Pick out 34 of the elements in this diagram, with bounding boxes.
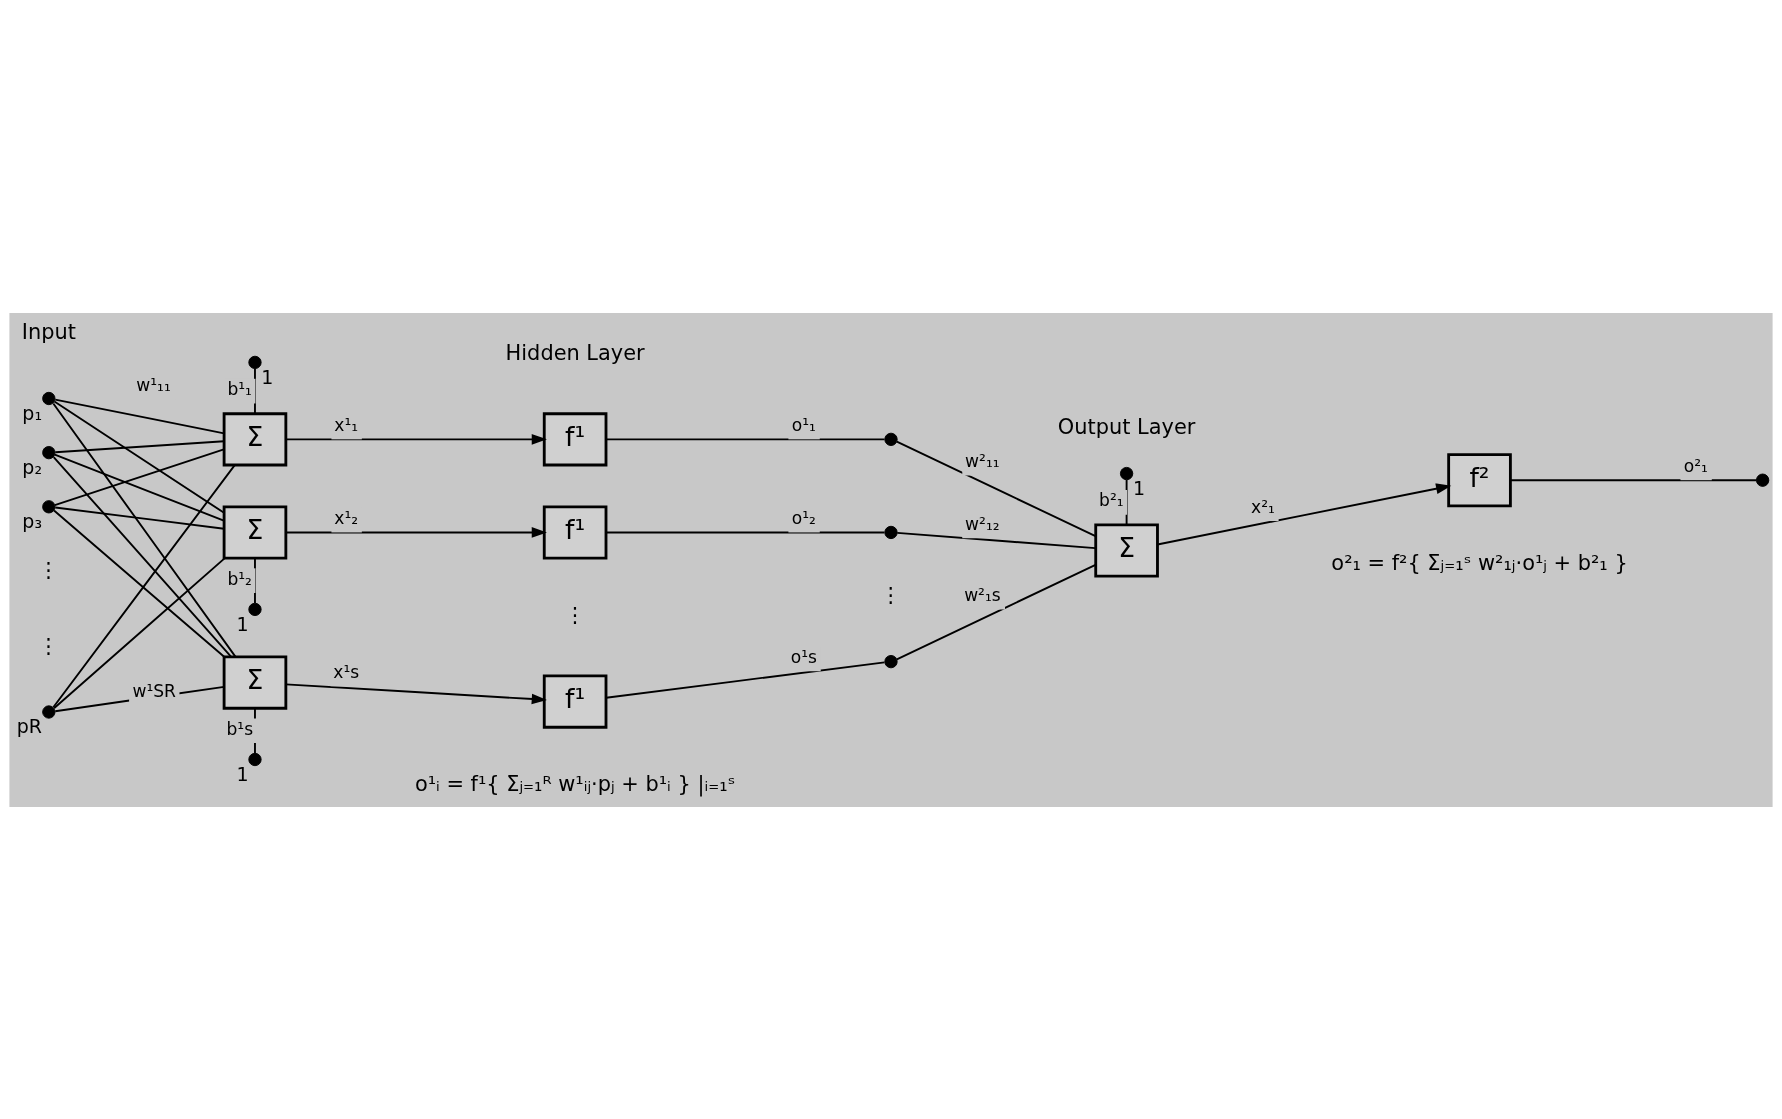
edge-label: b²₁ <box>1099 489 1124 510</box>
edge-label: b¹₂ <box>227 568 252 589</box>
edge-label: b¹s <box>226 718 254 739</box>
label: ⋮ <box>564 602 586 627</box>
label: ⋮ <box>38 557 60 582</box>
edge-label: x¹s <box>333 661 360 682</box>
edge-label: w²₁s <box>964 584 1001 605</box>
edge-label: x¹₁ <box>334 414 359 435</box>
node-label: pR <box>16 714 42 737</box>
node-label: p₂ <box>22 455 43 478</box>
edge-label: x²₁ <box>1251 496 1275 517</box>
edge-label: o¹₁ <box>791 414 816 435</box>
edge-label: w²₁₁ <box>965 450 1000 471</box>
label: ⋮ <box>880 582 902 607</box>
label: o²₁ = f²{ Σⱼ₌₁ˢ w²₁ⱼ·o¹ⱼ + b²₁ } <box>1331 550 1628 575</box>
node-label: 1 <box>236 612 249 635</box>
label: Input <box>21 319 76 344</box>
node-label: p₃ <box>22 509 43 532</box>
edge-label: w²₁₂ <box>965 513 1000 534</box>
label: Output Layer <box>1057 414 1196 439</box>
label: ⋮ <box>38 633 60 658</box>
edge-label: o²₁ <box>1683 455 1708 476</box>
node-label: 1 <box>1132 476 1145 499</box>
edge-label: x¹₂ <box>334 507 359 528</box>
node-label: 1 <box>261 365 274 388</box>
node-label: p₁ <box>22 401 43 424</box>
label: o¹ᵢ = f¹{ Σⱼ₌₁ᴿ w¹ᵢⱼ·pⱼ + b¹ᵢ } |ᵢ₌₁ˢ <box>414 771 736 796</box>
node-label: 1 <box>236 762 249 785</box>
edge-label: o¹s <box>790 646 817 667</box>
edge-label: b¹₁ <box>227 378 252 399</box>
edge-label: o¹₂ <box>791 507 816 528</box>
label: Hidden Layer <box>505 340 645 365</box>
edge-label: w¹SR <box>132 680 176 701</box>
edge-label: w¹₁₁ <box>136 374 171 395</box>
